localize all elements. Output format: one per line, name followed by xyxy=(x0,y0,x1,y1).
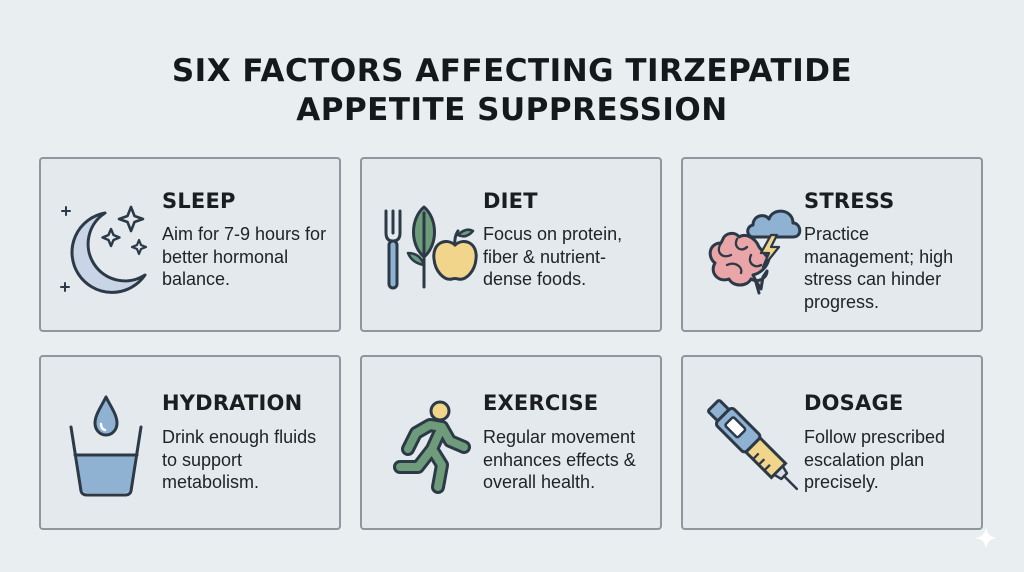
running-person-icon xyxy=(380,393,485,498)
title-line-2: APPETITE SUPPRESSION xyxy=(296,92,728,128)
page-title: SIX FACTORS AFFECTING TIRZEPATIDE APPETI… xyxy=(0,52,1024,130)
factor-card-dosage: DOSAGE Follow prescribed escalation plan… xyxy=(681,355,983,530)
sparkle-icon xyxy=(975,527,997,549)
factor-card-stress: STRESS Practice management; high stress … xyxy=(681,157,983,332)
card-description: Follow prescribed escalation plan precis… xyxy=(804,427,946,492)
card-description: Practice management; high stress can hin… xyxy=(804,224,954,312)
card-description: Focus on protein, fiber & nutrient-dense… xyxy=(483,224,623,289)
injection-pen-icon xyxy=(701,393,806,498)
moon-stars-icon xyxy=(59,195,164,300)
factor-card-exercise: EXERCISE Regular movement enhances effec… xyxy=(360,355,662,530)
card-description: Regular movement enhances effects & over… xyxy=(483,427,636,492)
brain-storm-cloud-icon xyxy=(701,195,806,300)
card-heading: EXERCISE xyxy=(483,391,599,415)
card-heading: STRESS xyxy=(804,189,895,213)
title-line-1: SIX FACTORS AFFECTING TIRZEPATIDE xyxy=(171,53,853,89)
water-glass-drop-icon xyxy=(59,393,164,498)
factor-card-sleep: SLEEP Aim for 7-9 hours for better hormo… xyxy=(39,157,341,332)
card-heading: HYDRATION xyxy=(162,391,303,415)
factor-card-diet: DIET Focus on protein, fiber & nutrient-… xyxy=(360,157,662,332)
card-description: Drink enough fluids to support metabolis… xyxy=(162,427,317,492)
factor-card-hydration: HYDRATION Drink enough fluids to support… xyxy=(39,355,341,530)
card-description: Aim for 7-9 hours for better hormonal ba… xyxy=(162,224,327,289)
card-heading: SLEEP xyxy=(162,189,236,213)
card-heading: DOSAGE xyxy=(804,391,904,415)
card-heading: DIET xyxy=(483,189,538,213)
fork-leaf-apple-icon xyxy=(380,195,485,300)
